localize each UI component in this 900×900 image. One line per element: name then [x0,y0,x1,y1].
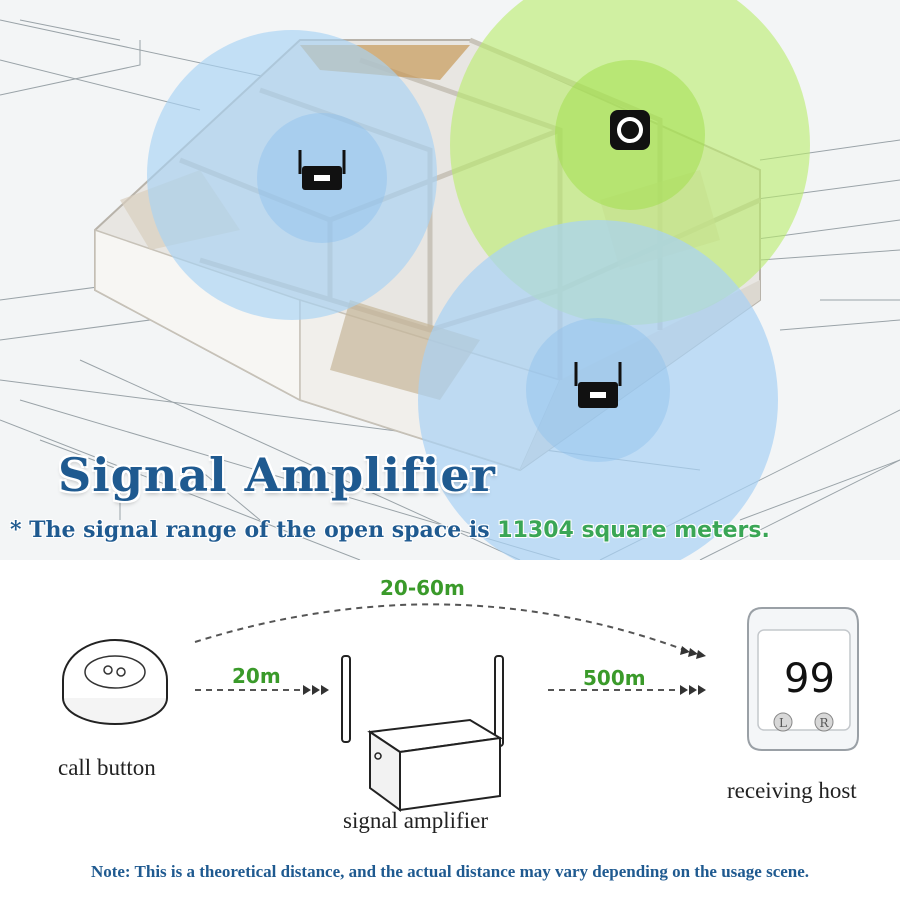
call-button-icon [62,639,168,725]
distance-amp-to-host: 500m [583,666,646,690]
arrow-head-2 [680,685,706,695]
diagram-drawing: L R [62,603,859,812]
signal-amplifier-icon [341,655,504,812]
subtitle-highlight: 11304 square meters. [497,518,770,543]
coverage-areas [147,0,810,560]
distance-button-to-amp: 20m [232,664,281,688]
receiving-host-icon: L R [747,607,859,751]
disclaimer-note: Note: This is a theoretical distance, an… [90,862,810,881]
coverage-area-blue-left [147,30,437,320]
floorplan-drawing [0,0,900,560]
arrow-head-1 [303,685,329,695]
arc-arrow-head [680,646,706,659]
router-icon [298,150,346,190]
coverage-illustration: Signal Amplifier * The signal range of t… [0,0,900,560]
call-button-label: call button [58,755,156,780]
blueprint-lines [0,19,900,560]
distance-total: 20-60m [380,576,465,600]
distance-diagram: L R 99 20-60m 20m 500m call button signa… [0,560,900,900]
host-display-number: 99 [784,656,835,702]
banner-title: Signal Amplifier [58,448,496,502]
arc-arrow-line [194,603,691,653]
host-key-left: L [779,716,787,730]
banner-subtitle: * The signal range of the open space is … [10,517,770,543]
router-icon [574,362,622,408]
host-icon [610,110,650,150]
host-key-right: R [819,716,829,730]
host-label: receiving host [727,778,857,803]
subtitle-prefix: * The signal range of the open space is [10,517,498,543]
amplifier-label: signal amplifier [343,808,488,833]
